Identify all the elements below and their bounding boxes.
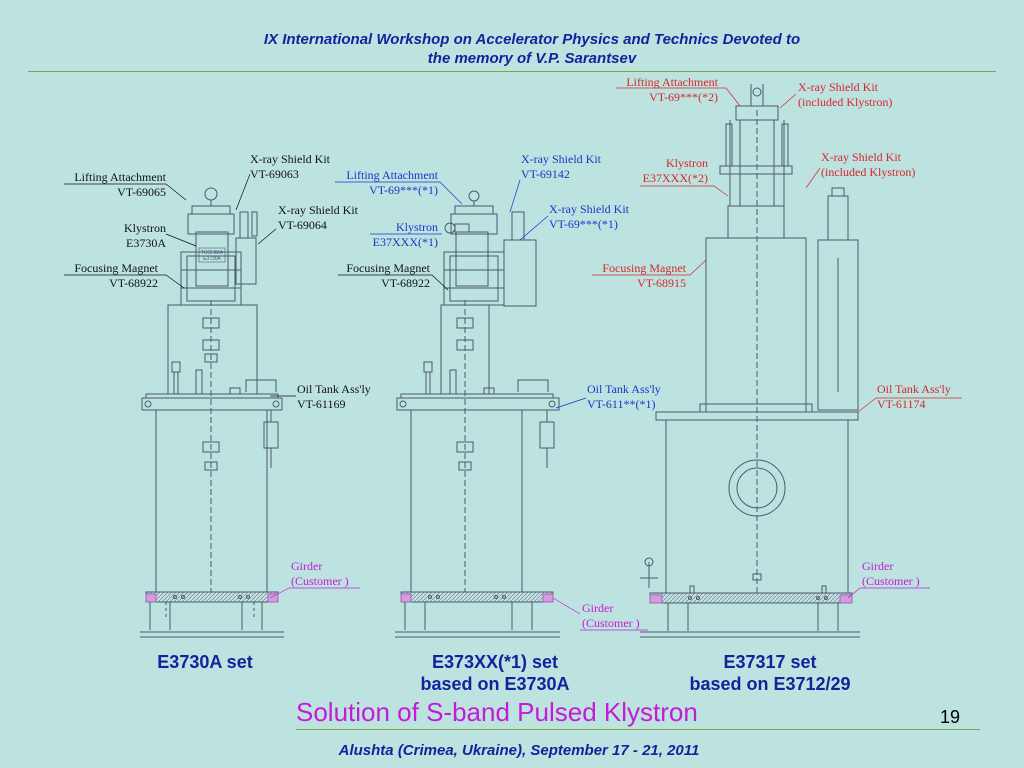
label-name: X-ray Shield Kit	[278, 203, 358, 217]
label-name: Lifting Attachment	[626, 75, 718, 89]
label-middle-xray-shield-kit-top: X-ray Shield Kit VT-69142	[521, 152, 601, 182]
label-code: E37XXX(*2)	[642, 171, 708, 185]
middle-assembly	[395, 190, 560, 638]
label-right-klystron: Klystron E37XXX(*2)	[630, 156, 708, 186]
label-code: (Customer )	[862, 574, 920, 588]
set-label-line-2: based on E3712/29	[689, 674, 851, 694]
set-label-line-1: E373XX(*1) set	[431, 652, 559, 672]
label-name: X-ray Shield Kit	[798, 80, 878, 94]
slide-title: Solution of S-band Pulsed Klystron	[296, 697, 698, 727]
set-label-line-2: based on E3730A	[420, 674, 570, 694]
label-code: VT-69***(*1)	[369, 183, 438, 197]
label-code: E3730A	[126, 236, 166, 250]
label-left-xray-shield-kit-top: X-ray Shield Kit VT-69063	[250, 152, 330, 182]
label-code: VT-68922	[381, 276, 430, 290]
label-middle-girder: Girder (Customer )	[582, 601, 640, 631]
label-name: Oil Tank Ass'ly	[297, 382, 371, 396]
header-divider	[28, 71, 996, 72]
label-name: Klystron	[124, 221, 166, 235]
label-right-lifting-attachment: Lifting Attachment VT-69***(*2)	[600, 75, 718, 105]
label-right-focusing-magnet: Focusing Magnet VT-68915	[570, 261, 686, 291]
set-label-e373xx: E373XX(*1) set based on E3730A	[390, 651, 600, 695]
label-name: Girder	[291, 559, 323, 573]
left-assembly	[140, 187, 284, 638]
label-name: X-ray Shield Kit	[549, 202, 629, 216]
label-right-xray-shield-kit-top: X-ray Shield Kit (included Klystron)	[798, 80, 892, 110]
label-code: VT-611**(*1)	[587, 397, 656, 411]
label-right-girder: Girder (Customer )	[862, 559, 920, 589]
label-right-xray-shield-kit-side: X-ray Shield Kit (included Klystron)	[821, 150, 915, 180]
device-plate: TOSHIBA E3730A	[198, 247, 226, 263]
page-number: 19	[940, 707, 961, 727]
set-label-line-1: E37317 set	[723, 652, 817, 672]
label-name: Focusing Magnet	[346, 261, 430, 275]
label-name: Focusing Magnet	[74, 261, 158, 275]
label-middle-oil-tank: Oil Tank Ass'ly VT-611**(*1)	[587, 382, 661, 412]
device-plate-line-2: E3730A	[203, 256, 221, 262]
label-middle-klystron: Klystron E37XXX(*1)	[360, 220, 438, 250]
label-code: (Customer )	[291, 574, 349, 588]
label-code: VT-69***(*2)	[649, 90, 718, 104]
label-code: VT-69065	[117, 185, 166, 199]
label-left-oil-tank: Oil Tank Ass'ly VT-61169	[297, 382, 371, 412]
footer-text: Alushta (Crimea, Ukraine), September 17 …	[338, 742, 700, 759]
label-code: VT-68915	[637, 276, 686, 290]
label-name: X-ray Shield Kit	[821, 150, 901, 164]
label-code: VT-69***(*1)	[549, 217, 618, 231]
label-code: VT-69063	[250, 167, 299, 181]
label-name: Klystron	[396, 220, 438, 234]
label-left-xray-shield-kit-side: X-ray Shield Kit VT-69064	[278, 203, 358, 233]
label-middle-focusing-magnet: Focusing Magnet VT-68922	[320, 261, 430, 291]
label-name: Focusing Magnet	[602, 261, 686, 275]
label-name: Klystron	[666, 156, 708, 170]
label-right-oil-tank: Oil Tank Ass'ly VT-61174	[877, 382, 951, 412]
header-line-2: the memory of V.P. Sarantsev	[427, 50, 637, 67]
label-name: X-ray Shield Kit	[250, 152, 330, 166]
label-left-focusing-magnet: Focusing Magnet VT-68922	[40, 261, 158, 291]
label-code: E37XXX(*1)	[372, 235, 438, 249]
label-left-lifting-attachment: Lifting Attachment VT-69065	[40, 170, 166, 200]
set-label-e3730a: E3730A set	[120, 651, 290, 673]
label-code: VT-61174	[877, 397, 926, 411]
device-plate-line-1: TOSHIBA	[201, 250, 224, 256]
label-code: VT-68922	[109, 276, 158, 290]
label-left-klystron: Klystron E3730A	[90, 221, 166, 251]
header-line-1: IX International Workshop on Accelerator…	[263, 31, 801, 48]
workshop-header: IX International Workshop on Accelerator…	[0, 30, 1024, 68]
label-middle-xray-shield-kit-side: X-ray Shield Kit VT-69***(*1)	[549, 202, 629, 232]
label-left-girder: Girder (Customer )	[291, 559, 349, 589]
set-label-line-1: E3730A set	[157, 652, 253, 672]
label-name: Oil Tank Ass'ly	[877, 382, 951, 396]
footer-divider	[296, 729, 980, 730]
label-name: Lifting Attachment	[74, 170, 166, 184]
label-name: Girder	[862, 559, 894, 573]
label-name: Lifting Attachment	[346, 168, 438, 182]
label-code: (included Klystron)	[821, 165, 916, 179]
label-code: VT-69064	[278, 218, 327, 232]
label-name: Girder	[582, 601, 614, 615]
right-assembly	[640, 84, 860, 638]
label-name: Oil Tank Ass'ly	[587, 382, 661, 396]
label-code: (Customer )	[582, 616, 640, 630]
label-code: (included Klystron)	[798, 95, 893, 109]
label-code: VT-69142	[521, 167, 570, 181]
set-label-e37317: E37317 set based on E3712/29	[660, 651, 880, 695]
label-code: VT-61169	[297, 397, 346, 411]
label-name: X-ray Shield Kit	[521, 152, 601, 166]
label-middle-lifting-attachment: Lifting Attachment VT-69***(*1)	[320, 168, 438, 198]
